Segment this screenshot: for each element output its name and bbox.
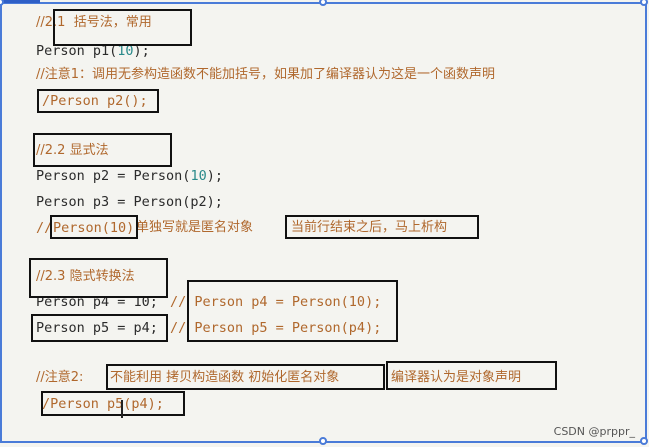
highlight-box-comments: [187, 280, 398, 342]
code-comment-obj-decl: 编译器认为是对象声明: [391, 370, 522, 385]
code-line-p2-decl: /Person p2();: [42, 93, 148, 109]
highlight-box-2-1: [53, 9, 192, 46]
resize-handle-top-center[interactable]: [319, 0, 327, 6]
code-comment-2-2: //2.2 显式法: [36, 143, 109, 158]
code-line-p5: Person p5 = p4;: [36, 320, 158, 336]
code-comment-p4: // Person p4 = Person(10);: [170, 294, 382, 310]
code-comment-destruct: 当前行结束之后，马上析构: [291, 220, 448, 235]
text-cursor: [121, 400, 123, 418]
code-comment-note1: //注意1：调用无参构造函数不能加括号，如果加了编译器认为这是一个函数声明: [36, 67, 496, 82]
code-comment-p5: // Person p5 = Person(p4);: [170, 320, 382, 336]
code-line-p2: Person p2 = Person(10);: [36, 168, 223, 184]
resize-handle-bottom-center[interactable]: [319, 437, 327, 445]
code-comment-anon: 单独写就是匿名对象: [136, 220, 254, 235]
code-comment-slashes: //: [36, 220, 53, 236]
resize-handle-top-right[interactable]: [640, 0, 648, 6]
top-tab-indicator: [0, 0, 40, 3]
highlight-box-p2-decl: [37, 89, 159, 113]
code-comment-note2: //注意2:: [36, 370, 84, 385]
highlight-box-2-3: [29, 258, 168, 298]
code-anon-person: Person(10): [53, 220, 135, 236]
highlight-box-p5-decl: [41, 391, 185, 416]
highlight-box-destruct: [285, 215, 479, 239]
code-line-p4: Person p4 = 10;: [36, 294, 158, 310]
code-comment-copy-ctor: 不能利用 拷贝构造函数 初始化匿名对象: [110, 370, 340, 385]
highlight-box-2-2: [33, 133, 172, 167]
resize-handle-bottom-right[interactable]: [640, 437, 648, 445]
code-comment-2-3: //2.3 隐式转换法: [36, 269, 135, 284]
highlight-box-p5: [31, 314, 168, 342]
resize-handle-top-left[interactable]: [0, 0, 4, 6]
highlight-box-obj-decl: [386, 361, 557, 390]
code-line-p1: Person p1(10);: [36, 43, 150, 59]
highlight-box-anon: [50, 215, 138, 239]
code-line-p3: Person p3 = Person(p2);: [36, 194, 223, 210]
code-comment-2-1: //2.1 括号法，常用: [36, 15, 152, 30]
csdn-watermark: CSDN @prppr_: [553, 425, 635, 438]
highlight-box-copy-ctor: [106, 364, 385, 390]
